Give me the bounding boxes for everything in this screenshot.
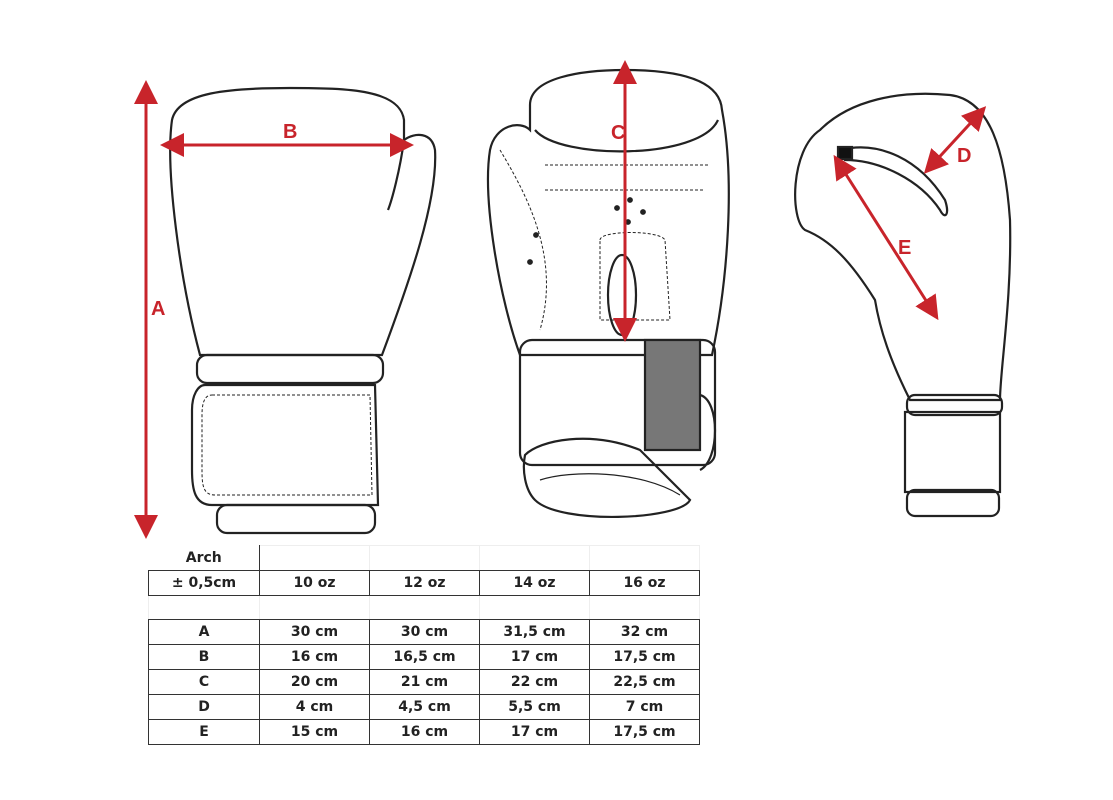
row-label: D — [148, 694, 260, 720]
label-c: C — [611, 122, 625, 144]
glove-diagrams: A B C D E — [134, 60, 1012, 539]
cell: 17,5 cm — [589, 719, 700, 745]
cell: 4 cm — [259, 694, 370, 720]
row-label: C — [148, 669, 260, 695]
row-label: E — [148, 719, 260, 745]
arrow-d — [923, 106, 987, 174]
spacer-row — [148, 595, 700, 620]
cell: 17 cm — [479, 644, 590, 670]
row-label: A — [148, 619, 260, 645]
label-a: A — [151, 298, 165, 320]
glove-side-view — [794, 92, 1012, 518]
size-header: 10 oz — [259, 570, 370, 596]
label-e: E — [898, 237, 911, 259]
cell: 15 cm — [259, 719, 370, 745]
cell: 32 cm — [589, 619, 700, 645]
glove-palm-view — [487, 68, 730, 518]
cell: 16 cm — [369, 719, 480, 745]
cell: 30 cm — [259, 619, 370, 645]
measurement-arrows — [134, 60, 987, 539]
size-header: 16 oz — [589, 570, 700, 596]
size-header: 14 oz — [479, 570, 590, 596]
size-header: 12 oz — [369, 570, 480, 596]
cell: 7 cm — [589, 694, 700, 720]
cell: 21 cm — [369, 669, 480, 695]
cell: 17,5 cm — [589, 644, 700, 670]
cell: 22 cm — [479, 669, 590, 695]
cell: 30 cm — [369, 619, 480, 645]
cell: 17 cm — [479, 719, 590, 745]
label-b: B — [283, 121, 297, 143]
header-arch: Arch — [148, 545, 260, 571]
cell: 4,5 cm — [369, 694, 480, 720]
header-row-sizes: ± 0,5cm 10 oz 12 oz 14 oz 16 oz — [148, 570, 700, 596]
header-tolerance: ± 0,5cm — [148, 570, 260, 596]
row-label: B — [148, 644, 260, 670]
cell: 5,5 cm — [479, 694, 590, 720]
glove-back-view — [169, 86, 437, 535]
cell: 31,5 cm — [479, 619, 590, 645]
cell: 20 cm — [259, 669, 370, 695]
cell: 22,5 cm — [589, 669, 700, 695]
label-d: D — [957, 145, 971, 167]
cell: 16,5 cm — [369, 644, 480, 670]
arrow-e — [833, 154, 939, 321]
header-row-arch: Arch — [148, 545, 700, 571]
cell: 16 cm — [259, 644, 370, 670]
